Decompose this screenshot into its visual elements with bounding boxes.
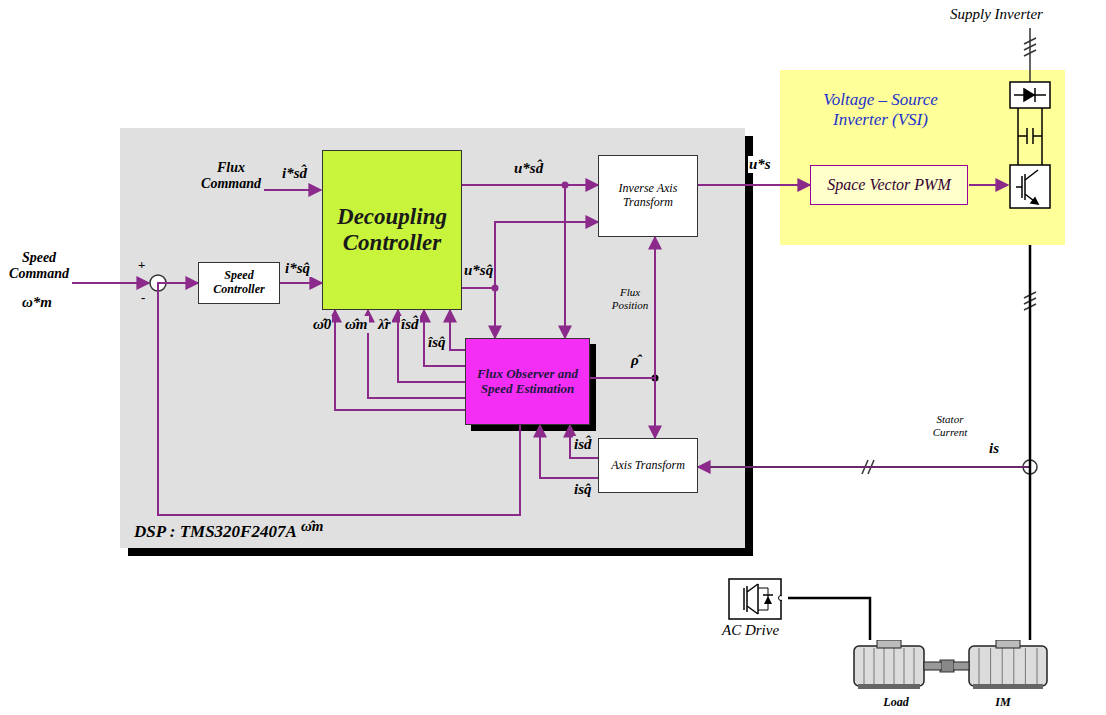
sign-mark: + [138,258,145,273]
signal-wire [788,598,870,640]
controller-box: Speed Controller [198,262,280,304]
supply-name: Supply Inverter [950,6,1043,23]
signal-wire [450,310,465,350]
signal-name: is [988,440,1000,457]
node-text: AC Drive [722,622,779,639]
signal-name: i*sd̂ [282,165,307,182]
node-text: Speed Controller [203,269,275,297]
signal-wire [698,467,1030,640]
signal-name: isd̂ [573,436,593,453]
signal-wire [590,237,655,378]
signal-wire [424,310,465,366]
speed-command-wire [72,282,149,284]
supply-wire [1024,28,1036,82]
rectifier-symbol [1010,82,1050,108]
signal-wire [462,288,495,338]
signal-name: ρ̂ [630,352,640,369]
node-text: Space Vector PWM [827,176,951,194]
signal-wire [280,282,322,284]
node-text: Decoupling Controller [327,204,457,257]
signal-wire [1029,245,1032,640]
transform-box: Axis Transform [598,438,698,493]
gate-signal-wire [969,184,1008,186]
signal-name: u*sd̂ [513,160,544,177]
node-text: IM [953,696,1053,710]
signal-name: ω̂m [344,316,369,333]
ac-drive: AC Drive [722,578,788,640]
signal-wire [368,310,465,398]
signal-wire [570,425,598,458]
node-text: Load [850,696,942,710]
panel-ground [120,128,745,548]
load-machine: Load [850,640,942,713]
signal-wire [590,378,655,438]
signal-wire [398,310,465,382]
signal-name: isq̂ [573,481,593,498]
signal-name: λ̂r [377,316,392,333]
igbt-symbol [728,578,782,620]
transform-box: Inverse Axis Transform [598,155,698,237]
observer-box: Flux Observer and Speed Estimation [465,338,590,425]
signal-wire [462,222,598,288]
igbt-symbol [1010,165,1050,208]
signal-wire [335,310,465,410]
signal-name: i*sq̂ [284,260,311,277]
controller-box: Decoupling Controller [322,150,462,310]
phase-slashes [862,292,1036,474]
signal-name: ω*m [22,294,52,311]
signal-name: îsd̂ [400,316,420,333]
signal-note: Flux Position [606,286,654,311]
input-name: Flux Command [198,160,264,192]
motor-drawing [953,640,1053,690]
signal-wire [540,425,598,478]
signal-name: ω̂m [300,518,325,535]
node-text: Voltage – Source Inverter (VSI) [798,90,963,129]
signal-name: ω̂0 [312,316,332,333]
flux-command-wire [264,189,321,191]
inverter-panel: Voltage – Source Inverter (VSI) Space Vec… [780,70,1065,245]
motor-drawing [850,640,942,690]
node-text: Axis Transform [611,459,685,473]
signal-note: Stator Current [920,413,980,438]
signal-name: îsq̂ [427,334,447,351]
input-name: Speed Command [6,250,72,282]
signal-wire [698,184,810,186]
shaft-coupling [940,660,954,672]
node-text: Flux Observer and Speed Estimation [470,367,585,397]
node-text: DSP : TMS320F2407A [134,522,297,542]
signal-wire [462,185,565,338]
pwm-box: Space Vector PWM [810,165,968,205]
dc-link-capacitor [1018,108,1042,165]
node-text: Inverse Axis Transform [603,182,693,210]
sign-mark: - [141,291,145,306]
panel-ground [780,70,1065,245]
induction-motor: IM [953,640,1053,713]
signal-name: u*sq̂ [463,262,494,279]
signal-name: u*s [748,156,772,173]
